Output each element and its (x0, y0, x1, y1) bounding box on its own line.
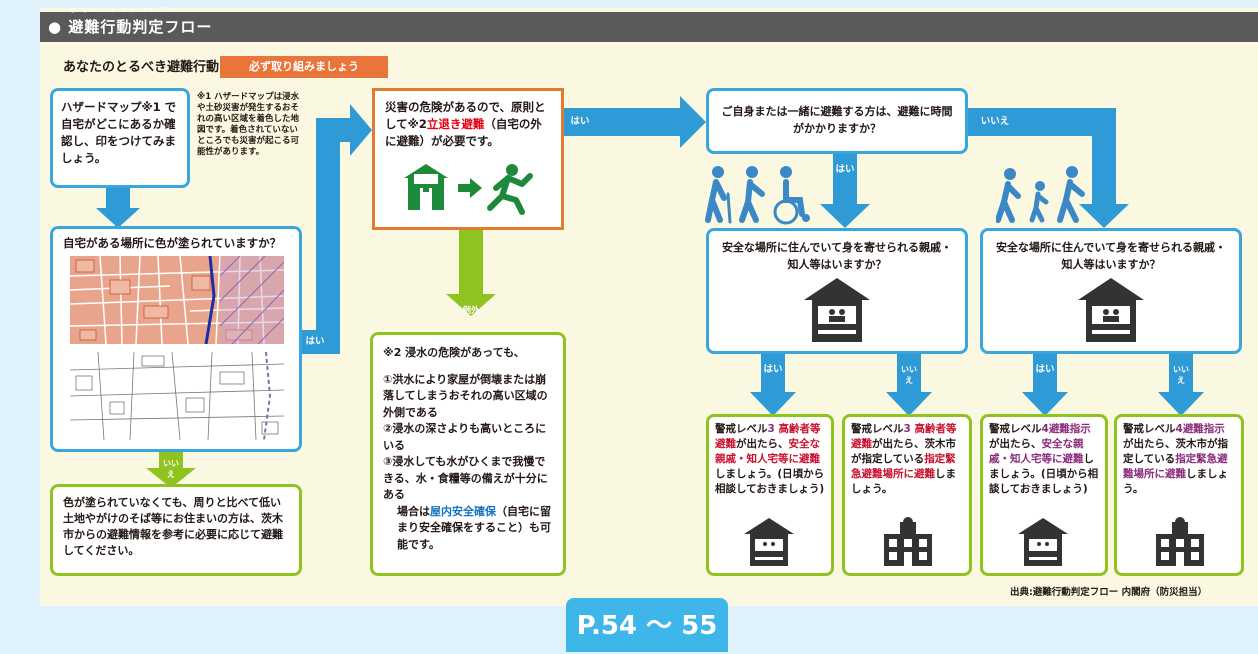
label-yes-danger: はい (570, 116, 590, 127)
arrow-result-4 (1158, 354, 1204, 416)
arrow-no-down (146, 452, 196, 488)
result-2-dest: 指定緊急避難場所に避難 (851, 453, 956, 480)
arrow-yes-head (350, 104, 372, 156)
evacuation-highlight: 立退き避難 (426, 117, 485, 131)
note-1: ※1 ハザードマップは浸水や土砂災害が発生するおそれの高い区域を着色した地図です… (197, 92, 300, 157)
result-1-tail: しましょう。(日頃から相談しておきましょう) (715, 468, 825, 495)
label-no-left: いいえ (163, 459, 179, 479)
relative-house-icon (804, 278, 870, 342)
family-walking-icon (996, 166, 1085, 223)
elderly-wheelchair-icon (705, 166, 810, 225)
result-3-mid: が出たら、 (989, 438, 1042, 450)
arrow-no-right-time (968, 108, 1106, 136)
label-yes-r1: はい (763, 364, 783, 375)
label-no-time: いいえ (980, 116, 1010, 127)
result-1-mid: が出たら、 (736, 438, 789, 450)
label-yes-map: はい (305, 336, 325, 347)
result-4-level: 警戒レベル (1123, 423, 1176, 435)
section-header (40, 12, 1258, 42)
hazard-map-box: ハザードマップ※1 で自宅がどこにあるか確認し、印をつけてみましょう。 (50, 88, 190, 188)
safe-question-right: 安全な場所に住んでいて身を寄せられる親戚・知人等はいますか？ (995, 241, 1227, 271)
exception-tail: 場合は (397, 504, 430, 518)
result-1-alert: 高齢者等避難 (715, 423, 821, 450)
result-box-3: 警戒レベル4避難指示が出たら、安全な親戚・知人宅等に避難しましょう。(日頃から相… (980, 414, 1108, 576)
result-4-dest: 指定緊急避難場所に避難 (1123, 453, 1228, 480)
exception-item-2: ②浸水の深さよりも高いところにいる (383, 422, 547, 452)
plain-map-image (70, 352, 284, 440)
question-text: あなたのとるべき避難行動は？ (63, 60, 246, 75)
result-2-tail: しましょう。 (851, 468, 956, 495)
label-yes-r3: はい (1035, 364, 1055, 375)
title-text: 避難行動判定フロー (68, 18, 213, 36)
map-question: 自宅がある場所に色が塗られていますか？ (63, 236, 282, 250)
result-1-num: 3 (767, 423, 775, 435)
result-3-tail: しましょう。(日頃から相談しておきましょう) (989, 453, 1099, 495)
arrow-result-3 (1022, 354, 1068, 416)
label-no-r4: いいえ (1173, 365, 1189, 385)
result-4-tail: しましょう。 (1123, 468, 1228, 495)
result-4-alert: 避難指示 (1182, 423, 1225, 435)
evacuate-icon (404, 164, 533, 215)
no-box: 色が塗られていなくても、周りと比べて低い土地やがけのそば等にお住まいの方は、茨木… (50, 484, 302, 576)
label-exception: 例外 (462, 306, 480, 316)
result-3-level: 警戒レベル (989, 423, 1042, 435)
time-question-box: ご自身または一緒に避難する方は、避難に時間がかかりますか？ (706, 88, 968, 154)
exception-item-3: ③浸水しても水がひくまで我慢できる、水・食糧等の備えが十分にある (383, 455, 548, 501)
label-yes-time: はい (835, 164, 855, 175)
must-badge: 必ず取り組みましょう (220, 56, 388, 78)
relative-house-icon-right (1078, 278, 1144, 342)
house-icon-3 (1018, 518, 1068, 566)
result-2-level: 警戒レベル (851, 423, 904, 435)
page-title: ● 避難行動判定フロー (48, 18, 213, 36)
result-1-dest: 安全な親戚・知人宅等に避難 (715, 438, 820, 465)
exception-tail-post: （自宅に留まり安全確保をすること）も可能です。 (397, 504, 551, 551)
arrow-yes-right-3 (564, 108, 682, 136)
arrow-no-down-time (1092, 108, 1116, 206)
result-3-alert: 避難指示 (1048, 423, 1091, 435)
arrow-yes-right-2 (316, 118, 354, 142)
shelter-icon-2 (884, 517, 932, 566)
arrow-result-2 (886, 354, 932, 416)
result-3-dest: 安全な親戚・知人宅等に避難 (989, 438, 1084, 465)
arrow-yes-up (316, 130, 340, 354)
evacuation-needed-box: 災害の危険があるので、原則として※2立退き避難（自宅の外に避難）が必要です。 (372, 88, 564, 230)
house-icon-1 (744, 518, 794, 566)
arrow-exception-down (446, 230, 496, 316)
title-ruby: ひ なん こう どう はん てい (70, 7, 178, 14)
result-2-num: 3 (903, 423, 911, 435)
source-credit: 出典:避難行動判定フロー 内閣府（防災担当） (1010, 587, 1208, 598)
exception-box: ※2 浸水の危険があっても、 ①洪水により家屋が倒壊または崩落してしまうおそれの… (370, 332, 566, 576)
result-1-level: 警戒レベル (715, 423, 768, 435)
arrow-down-1-head (96, 208, 140, 228)
exception-item-1: ①洪水により家屋が倒壊または崩落してしまうおそれの高い区域の外側である (383, 372, 548, 419)
page-reference-badge[interactable]: P.54 ～ 55 (566, 598, 728, 652)
shelter-icon-4 (1156, 517, 1204, 566)
exception-head: ※2 浸水の危険があっても、 (383, 346, 525, 359)
arrow-down-1 (106, 188, 130, 210)
hazard-map-image (70, 256, 284, 344)
safe-question-left: 安全な場所に住んでいて身を寄せられる親戚・知人等はいますか？ (721, 241, 953, 271)
danger-text-post: （自宅の外に避難）が必要です。 (385, 117, 542, 148)
danger-text: 災害の危険があるので、原則として※2 (385, 100, 546, 131)
indoor-safety-highlight: 屋内安全確保 (430, 504, 496, 518)
arrow-no-down-time-head (1079, 204, 1129, 228)
result-2-alert: 高齢者等避難 (851, 423, 957, 450)
result-2-mid: が出たら、茨木市が指定している (851, 438, 956, 465)
arrow-yes-right-3-head (680, 96, 706, 148)
result-4-mid: が出たら、茨木市が指定している (1123, 438, 1228, 465)
result-3-num: 4 (1041, 423, 1049, 435)
arrow-yes-down-time (820, 154, 870, 228)
arrow-result-1 (750, 354, 796, 416)
result-4-num: 4 (1175, 423, 1183, 435)
label-no-r2: いいえ (901, 365, 917, 385)
